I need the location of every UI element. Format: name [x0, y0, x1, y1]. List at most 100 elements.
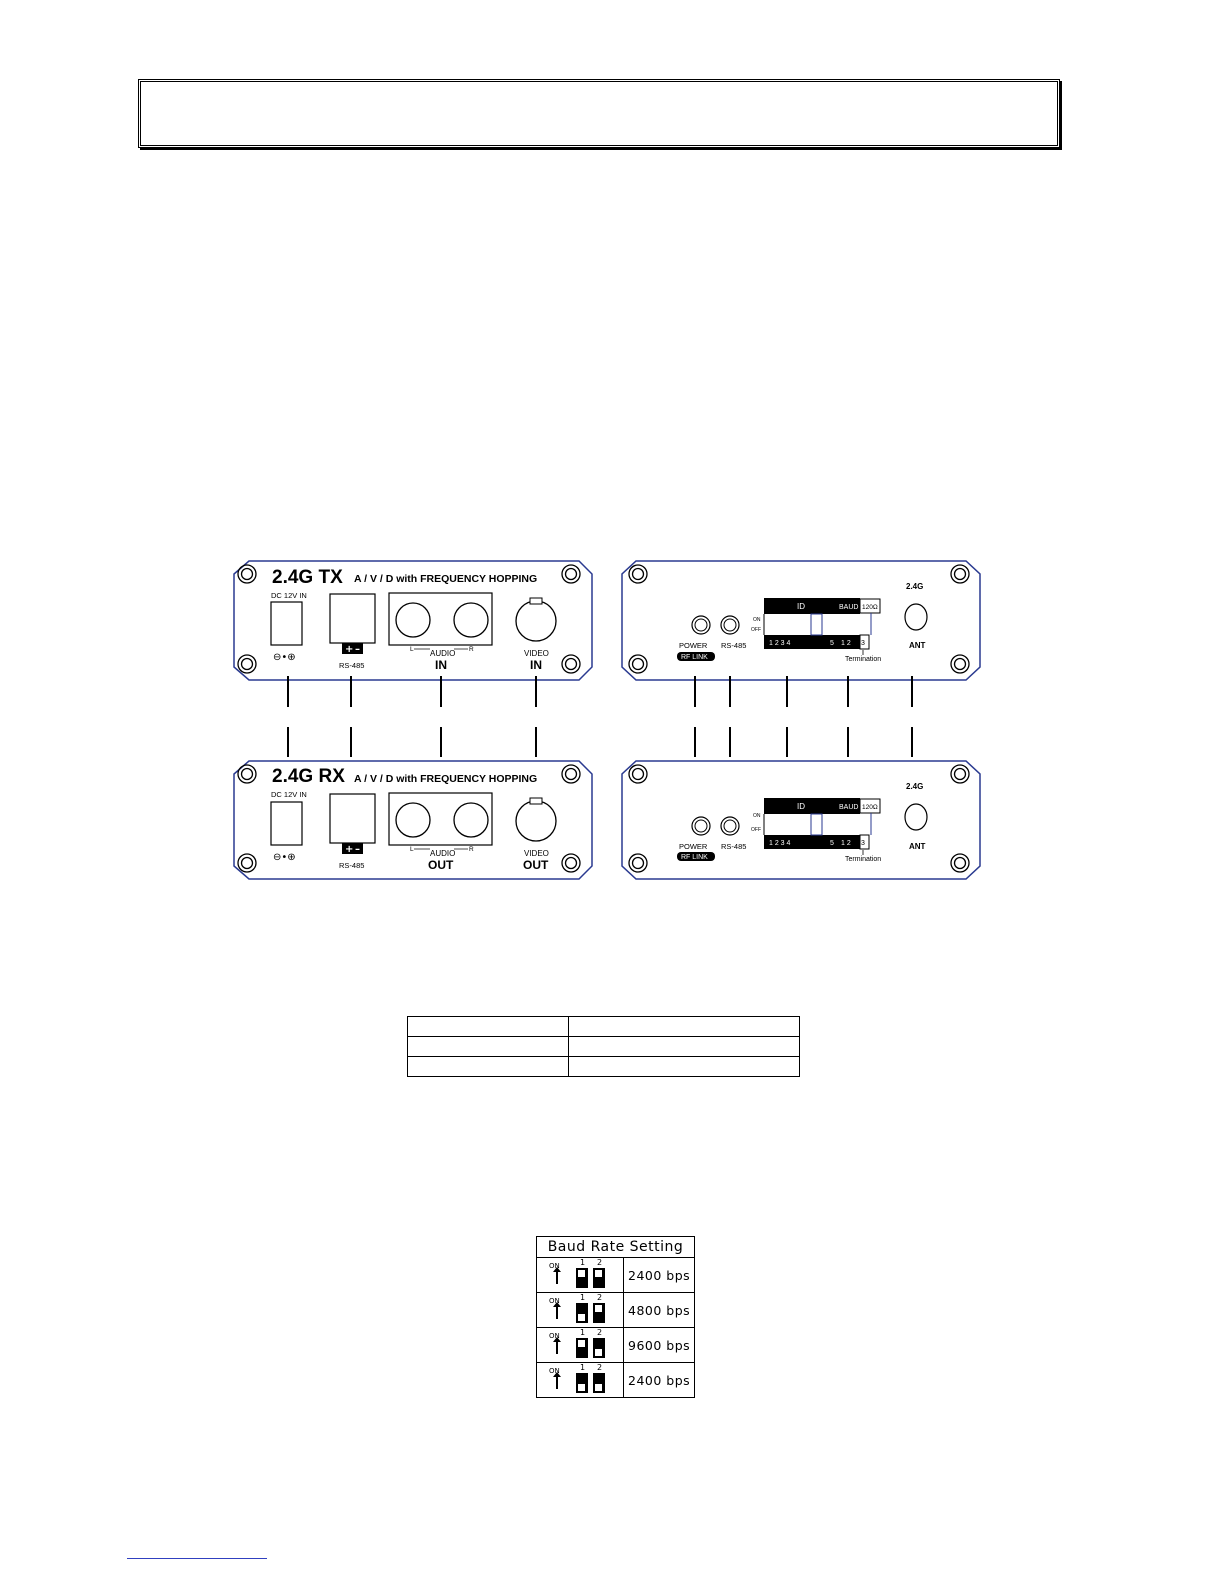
- band-label: 2.4G: [906, 582, 923, 591]
- baud-label: BAUD: [839, 604, 858, 611]
- rx-rs485-label: RS-485: [339, 861, 364, 870]
- audio-box: [388, 792, 493, 846]
- dip-switch-1: [576, 1303, 588, 1323]
- dip-switch-1: [576, 1373, 588, 1393]
- ohm-label: 120Ω: [862, 804, 878, 811]
- on-label: ON: [549, 1297, 560, 1305]
- switch-2-label: 2: [597, 1293, 603, 1302]
- table-cell: [568, 1016, 800, 1037]
- baud-rate-value: 4800 bps: [623, 1292, 695, 1328]
- dip-switch-diagram: ON 1 2: [536, 1362, 624, 1398]
- power-label: POWER: [679, 641, 708, 650]
- baud-numbers: 1 2: [841, 640, 851, 647]
- dip-switch-diagram: ON 1 2: [536, 1327, 624, 1363]
- id-label: ID: [797, 802, 805, 811]
- audio-right-label: R: [469, 646, 474, 653]
- rx-rear-panel: POWER RF LINK RS-485 ID 1 2 3 4 5 ON OFF…: [621, 760, 981, 880]
- antenna-connector-icon: [904, 603, 928, 631]
- id-label: ID: [797, 602, 805, 611]
- up-arrow-icon: [553, 1267, 561, 1284]
- id-number-five: 5: [830, 840, 834, 847]
- svg-text:+: +: [345, 644, 353, 655]
- baud-numbers: 1 2: [841, 840, 851, 847]
- tx-audio-label: AUDIO: [430, 649, 455, 658]
- tx-front-panel: 2.4G TX A / V / D with FREQUENCY HOPPING…: [233, 560, 593, 681]
- rx-model-title: 2.4G RX: [272, 766, 345, 787]
- audio-right-label: R: [469, 846, 474, 853]
- baud-rate-value: 2400 bps: [623, 1362, 695, 1398]
- tx-dc-label: DC 12V IN: [271, 591, 307, 600]
- rx-video-label: VIDEO: [524, 849, 549, 858]
- audio-box: [388, 592, 493, 646]
- ohm-label: 120Ω: [862, 604, 878, 611]
- rx-polarity-icon: ⊖•⊕: [273, 852, 296, 863]
- rx-dc-label: DC 12V IN: [271, 790, 307, 799]
- termination-label: Termination: [845, 656, 881, 663]
- dc-jack: [270, 601, 303, 646]
- termination-label: Termination: [845, 856, 881, 863]
- off-label: OFF: [751, 827, 761, 833]
- termination-number: 3: [861, 840, 865, 847]
- table-cell: [568, 1036, 800, 1057]
- tx-video-dir: IN: [530, 658, 542, 672]
- power-led-icon: [691, 615, 711, 635]
- on-label: ON: [549, 1332, 560, 1340]
- on-label: ON: [753, 813, 761, 819]
- dc-jack: [270, 801, 303, 846]
- table-cell: [407, 1016, 569, 1037]
- rx-video-dir: OUT: [523, 858, 549, 872]
- id-header: [764, 598, 837, 614]
- audio-l-jack: [395, 802, 431, 838]
- table-cell: [407, 1056, 569, 1077]
- svg-text:–: –: [355, 844, 360, 855]
- id-header: [764, 798, 837, 814]
- rf-link-label: RF LINK: [681, 854, 708, 861]
- table-row: [407, 1056, 800, 1077]
- table-row: [407, 1036, 800, 1057]
- rs485-label: RS-485: [721, 842, 746, 851]
- footer-link-underline[interactable]: [127, 1558, 267, 1559]
- id-number-five: 5: [830, 640, 834, 647]
- power-label: POWER: [679, 842, 708, 851]
- rs485-led-icon: [720, 816, 740, 836]
- tx-rear-panel: POWER RF LINK RS-485 ID 1 2 3 4 5 ON OFF…: [621, 560, 981, 681]
- band-label: 2.4G: [906, 782, 923, 791]
- dip-switch-1: [576, 1268, 588, 1288]
- dip-switch-diagram: ON 1 2: [536, 1292, 624, 1328]
- tx-rs485-label: RS-485: [339, 661, 364, 670]
- switch-2-label: 2: [597, 1363, 603, 1372]
- switch-1-label: 1: [580, 1293, 586, 1302]
- audio-l-jack: [395, 602, 431, 638]
- dip-switch-2: [593, 1268, 605, 1288]
- ant-label: ANT: [909, 641, 926, 650]
- id-numbers: 1 2 3 4: [769, 840, 791, 847]
- up-arrow-icon: [553, 1337, 561, 1354]
- baud-row: ON 1 2 4800 bps: [536, 1292, 695, 1328]
- tx-polarity-icon: ⊖•⊕: [273, 652, 296, 663]
- tx-subtitle: A / V / D with FREQUENCY HOPPING: [354, 573, 537, 585]
- baud-table-title: Baud Rate Setting: [536, 1236, 695, 1258]
- baud-label: BAUD: [839, 804, 858, 811]
- spec-table: [407, 1016, 800, 1077]
- baud-row: ON 1 2 2400 bps: [536, 1257, 695, 1293]
- on-label: ON: [753, 617, 761, 623]
- dip-switch-2: [593, 1338, 605, 1358]
- baud-row: ON 1 2 9600 bps: [536, 1327, 695, 1363]
- power-led-icon: [691, 816, 711, 836]
- off-label: OFF: [751, 627, 761, 633]
- baud-rate-table: Baud Rate Setting ON 1 2 2400 bps ON 1 2…: [536, 1236, 695, 1398]
- audio-r-jack: [453, 602, 489, 638]
- ant-label: ANT: [909, 842, 926, 851]
- baud-row: ON 1 2 2400 bps: [536, 1362, 695, 1398]
- switch-1-label: 1: [580, 1258, 586, 1267]
- up-arrow-icon: [553, 1372, 561, 1389]
- up-arrow-icon: [553, 1302, 561, 1319]
- antenna-connector-icon: [904, 803, 928, 831]
- audio-left-label: L: [410, 646, 414, 653]
- rf-link-label: RF LINK: [681, 654, 708, 661]
- callout-lines: [287, 676, 913, 757]
- dip-switch-2: [593, 1303, 605, 1323]
- rx-audio-label: AUDIO: [430, 849, 455, 858]
- table-cell: [407, 1036, 569, 1057]
